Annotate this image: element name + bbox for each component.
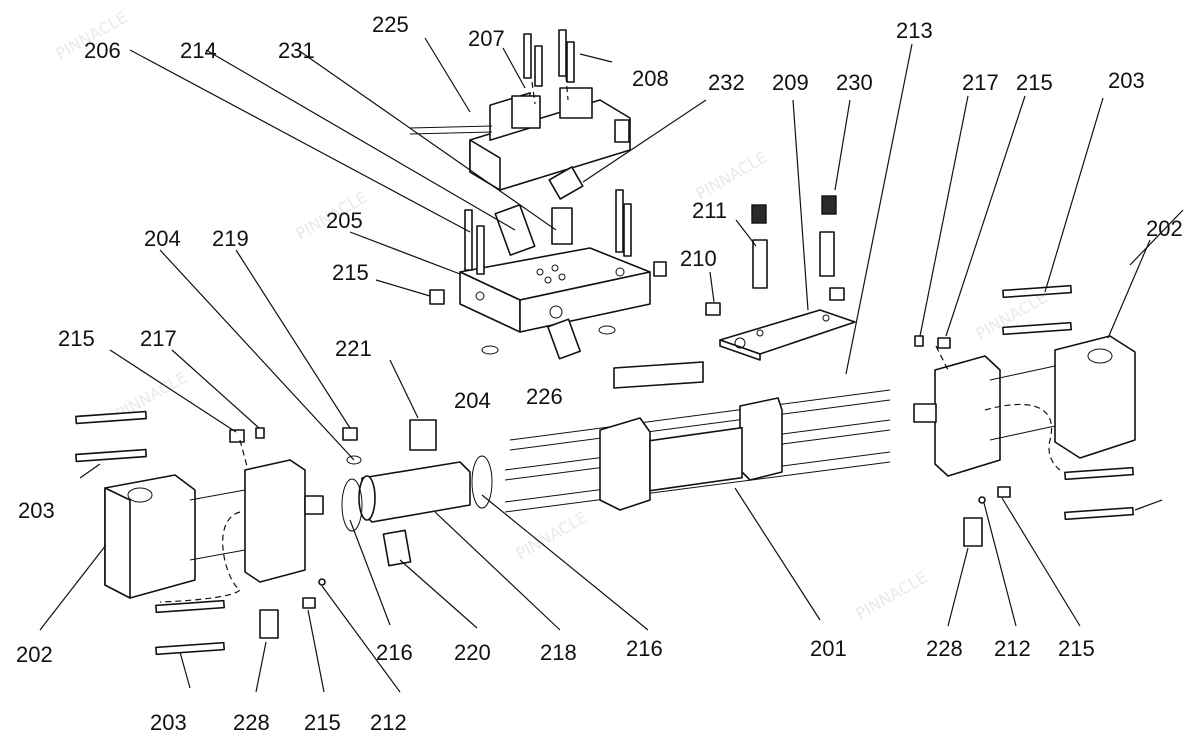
callout-label: 225 [372, 12, 409, 37]
watermark: PINNACLE [513, 507, 591, 563]
callout-label: 217 [962, 70, 999, 95]
plug [302, 597, 316, 609]
tie-rods [75, 284, 1134, 656]
callout-label: 205 [326, 208, 363, 233]
callout-label: 216 [376, 640, 413, 665]
solenoid-valve [409, 87, 631, 191]
fitting [547, 318, 581, 360]
o-ring [598, 325, 616, 335]
callout-label: 215 [58, 326, 95, 351]
callout-label: 208 [632, 66, 669, 91]
end-cap-left [104, 459, 324, 603]
callout-label: 207 [468, 26, 505, 51]
callout-label: 210 [680, 246, 717, 271]
callout-label: 203 [1108, 68, 1145, 93]
nut [829, 287, 845, 301]
proximity-sensor [751, 195, 837, 289]
callout-label: 202 [16, 642, 53, 667]
callout-label: 212 [994, 636, 1031, 661]
callout-label: 209 [772, 70, 809, 95]
callout-label: 215 [1058, 636, 1095, 661]
barrel-tube [341, 419, 493, 567]
callout-label: 219 [212, 226, 249, 251]
o-ring [481, 345, 499, 355]
plug [229, 429, 245, 443]
callout-label: 232 [708, 70, 745, 95]
callout-label: 203 [150, 710, 187, 735]
callout-label: 211 [692, 198, 727, 223]
sensor-bracket [719, 309, 856, 361]
label-plate [613, 361, 704, 389]
plug [997, 486, 1011, 498]
fitting [259, 609, 279, 639]
callout-label: 231 [278, 38, 315, 63]
small-nut [978, 496, 986, 504]
watermark: PINNACLE [853, 567, 931, 623]
callout-label: 206 [84, 38, 121, 63]
callout-label: 215 [1016, 70, 1053, 95]
callout-label: 213 [896, 18, 933, 43]
callout-label: 214 [180, 38, 217, 63]
callout-label: 230 [836, 70, 873, 95]
end-cap-right [913, 335, 1136, 477]
callout-label: 204 [454, 388, 491, 413]
callout-label: 217 [140, 326, 177, 351]
callout-label: 215 [332, 260, 369, 285]
callout-label: 212 [370, 710, 407, 735]
callout-label: 204 [144, 226, 181, 251]
callout-label: 201 [810, 636, 847, 661]
fitting [963, 517, 983, 547]
screw [255, 427, 265, 439]
leader-lines [39, 37, 1184, 693]
manifold-screws [464, 189, 632, 275]
callout-label: 216 [626, 636, 663, 661]
callout-label: 218 [540, 640, 577, 665]
manifold-block [429, 247, 667, 333]
callout-label: 220 [454, 640, 491, 665]
callout-label: 203 [18, 498, 55, 523]
callout-labels: 225 207 206 214 231 208 232 209 230 213 … [16, 12, 1183, 735]
callout-label: 226 [526, 384, 563, 409]
cylinder-body [504, 389, 891, 513]
o-ring [346, 455, 362, 465]
plug [937, 337, 951, 349]
callout-label: 202 [1146, 216, 1183, 241]
screw [914, 335, 924, 347]
valve-screws [523, 29, 575, 87]
watermark: PINNACLE [693, 147, 771, 203]
callout-label: 228 [926, 636, 963, 661]
callout-label: 221 [335, 336, 372, 361]
elbow-fitting [548, 166, 584, 245]
plug [342, 427, 358, 441]
callout-label: 215 [304, 710, 341, 735]
nut [705, 302, 721, 316]
callout-label: 228 [233, 710, 270, 735]
small-nut [318, 578, 326, 586]
